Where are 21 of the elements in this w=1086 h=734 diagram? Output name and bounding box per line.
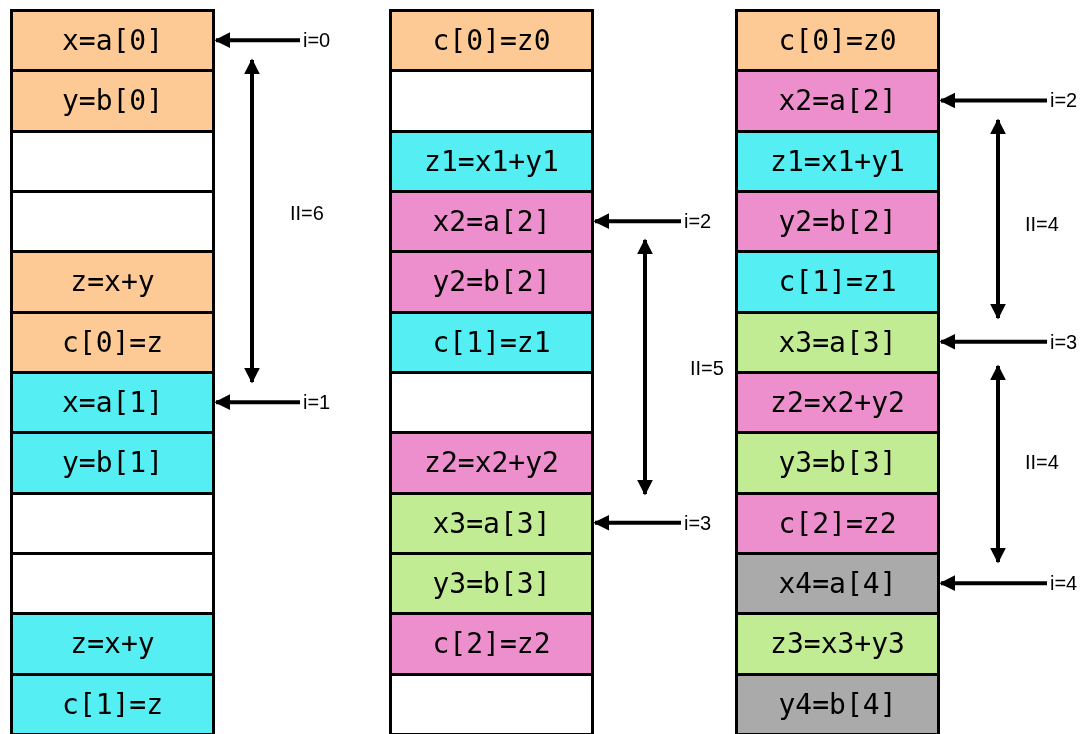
iteration-label: i=1 (303, 390, 331, 415)
iteration-label: i=4 (1050, 571, 1078, 596)
interval-label: II=4 (1025, 450, 1059, 474)
iteration-label: i=2 (684, 209, 712, 234)
iteration-label: i=2 (1050, 88, 1078, 113)
arrow (939, 333, 1047, 350)
iteration-label: i=3 (1050, 329, 1078, 354)
interval-label: II=6 (290, 201, 324, 225)
arrow (214, 394, 300, 411)
iteration-label: i=0 (303, 28, 331, 53)
arrow (939, 575, 1047, 592)
arrow (593, 514, 681, 531)
iteration-label: i=3 (684, 510, 712, 535)
arrow (593, 213, 681, 230)
interval-label: II=4 (1025, 212, 1059, 236)
arrow (939, 92, 1047, 109)
instruction-cell: c[0]=z0 (389, 8, 594, 72)
interval-label: II=5 (690, 356, 724, 380)
instruction-cell: c[0]=z0 (735, 8, 940, 72)
instruction-cell: x=a[0] (10, 8, 215, 72)
arrow (214, 32, 300, 49)
